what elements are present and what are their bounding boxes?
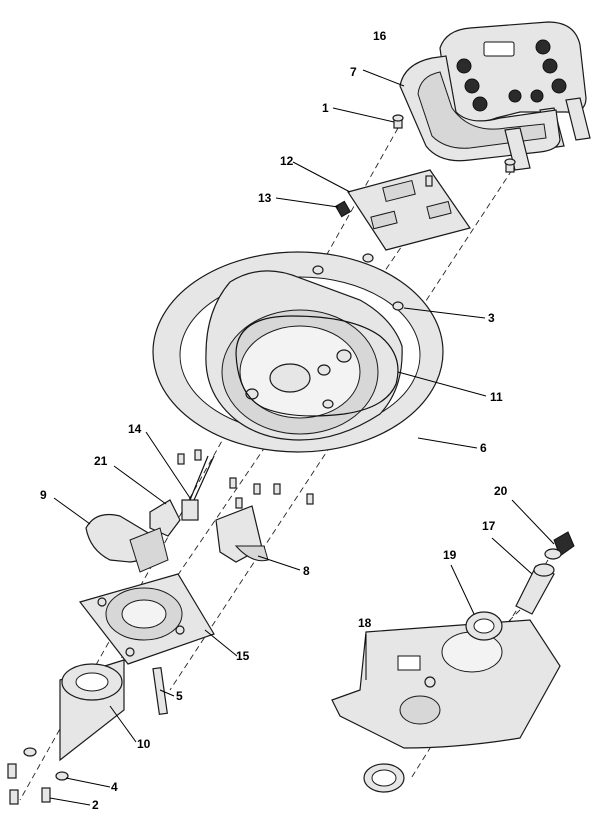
part-6-steering-wheel [152, 251, 444, 453]
part-17-ignition-switch [515, 563, 555, 615]
part-16-keypad-overlay [439, 21, 591, 149]
callout-15: 15 [236, 649, 250, 663]
callout-7: 7 [350, 65, 357, 79]
part-13-spring [334, 200, 352, 218]
part-1-screw-b [504, 158, 516, 173]
part-10-column-tube [59, 659, 125, 762]
part-11-gasket [235, 315, 399, 417]
part-19-grommet [465, 611, 503, 641]
part-8-switch-right [215, 505, 269, 563]
part-18-plate [331, 619, 561, 749]
callout-20: 20 [494, 484, 508, 498]
callout-17: 17 [482, 519, 496, 533]
callout-5: 5 [176, 689, 183, 703]
callout-4: 4 [111, 780, 118, 794]
callout-13: 13 [258, 191, 272, 205]
part-9-switch-left [85, 513, 169, 573]
callout-21: 21 [94, 454, 108, 468]
part-7-frame [399, 55, 561, 171]
callout-14: 14 [128, 422, 142, 436]
callout-3: 3 [488, 311, 495, 325]
callout-2: 2 [92, 798, 99, 812]
part-1-screw [392, 114, 404, 129]
callout-10: 10 [137, 737, 151, 751]
callout-9: 9 [40, 488, 47, 502]
part-21-bracket [149, 499, 181, 537]
callout-8: 8 [303, 564, 310, 578]
callout-18: 18 [358, 616, 372, 630]
callout-6: 6 [480, 441, 487, 455]
callout-11: 11 [490, 390, 503, 404]
part-14-connector [181, 455, 215, 521]
callout-1: 1 [322, 101, 329, 115]
callout-12: 12 [280, 154, 294, 168]
part-2-screws [7, 763, 51, 805]
callout-16: 16 [373, 29, 387, 43]
grommet-lower [363, 763, 405, 793]
callout-19: 19 [443, 548, 457, 562]
part-4-washers [23, 747, 69, 781]
part-12-circuit-board [347, 169, 471, 251]
part-5-bolt [152, 666, 168, 716]
part-15-base-plate [78, 573, 215, 665]
part-20-key [544, 531, 575, 560]
hub-screws [177, 449, 314, 509]
part-3-nut [312, 253, 404, 311]
